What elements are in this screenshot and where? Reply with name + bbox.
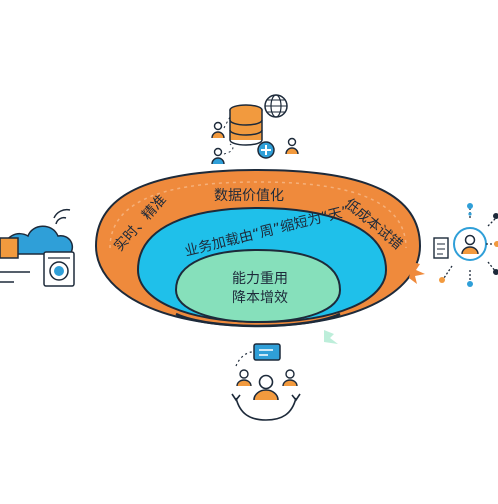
database-globe-icon (211, 94, 299, 165)
outer-top-label: 数据价值化 (214, 188, 284, 204)
team-collaboration-icon (231, 343, 301, 421)
cloud-appliance-icon (0, 208, 75, 287)
splash-mark (409, 262, 425, 284)
inner-label-line1: 能力重用 (232, 271, 288, 287)
outer-layer-rim (109, 181, 407, 249)
bowl-bottom-shadow (175, 312, 341, 328)
inner-layer (174, 248, 342, 324)
bowl-diagram (94, 168, 425, 344)
splash-mark (324, 330, 338, 344)
inner-label-line2: 降本增效 (232, 290, 288, 306)
network-people-icon (433, 203, 498, 287)
